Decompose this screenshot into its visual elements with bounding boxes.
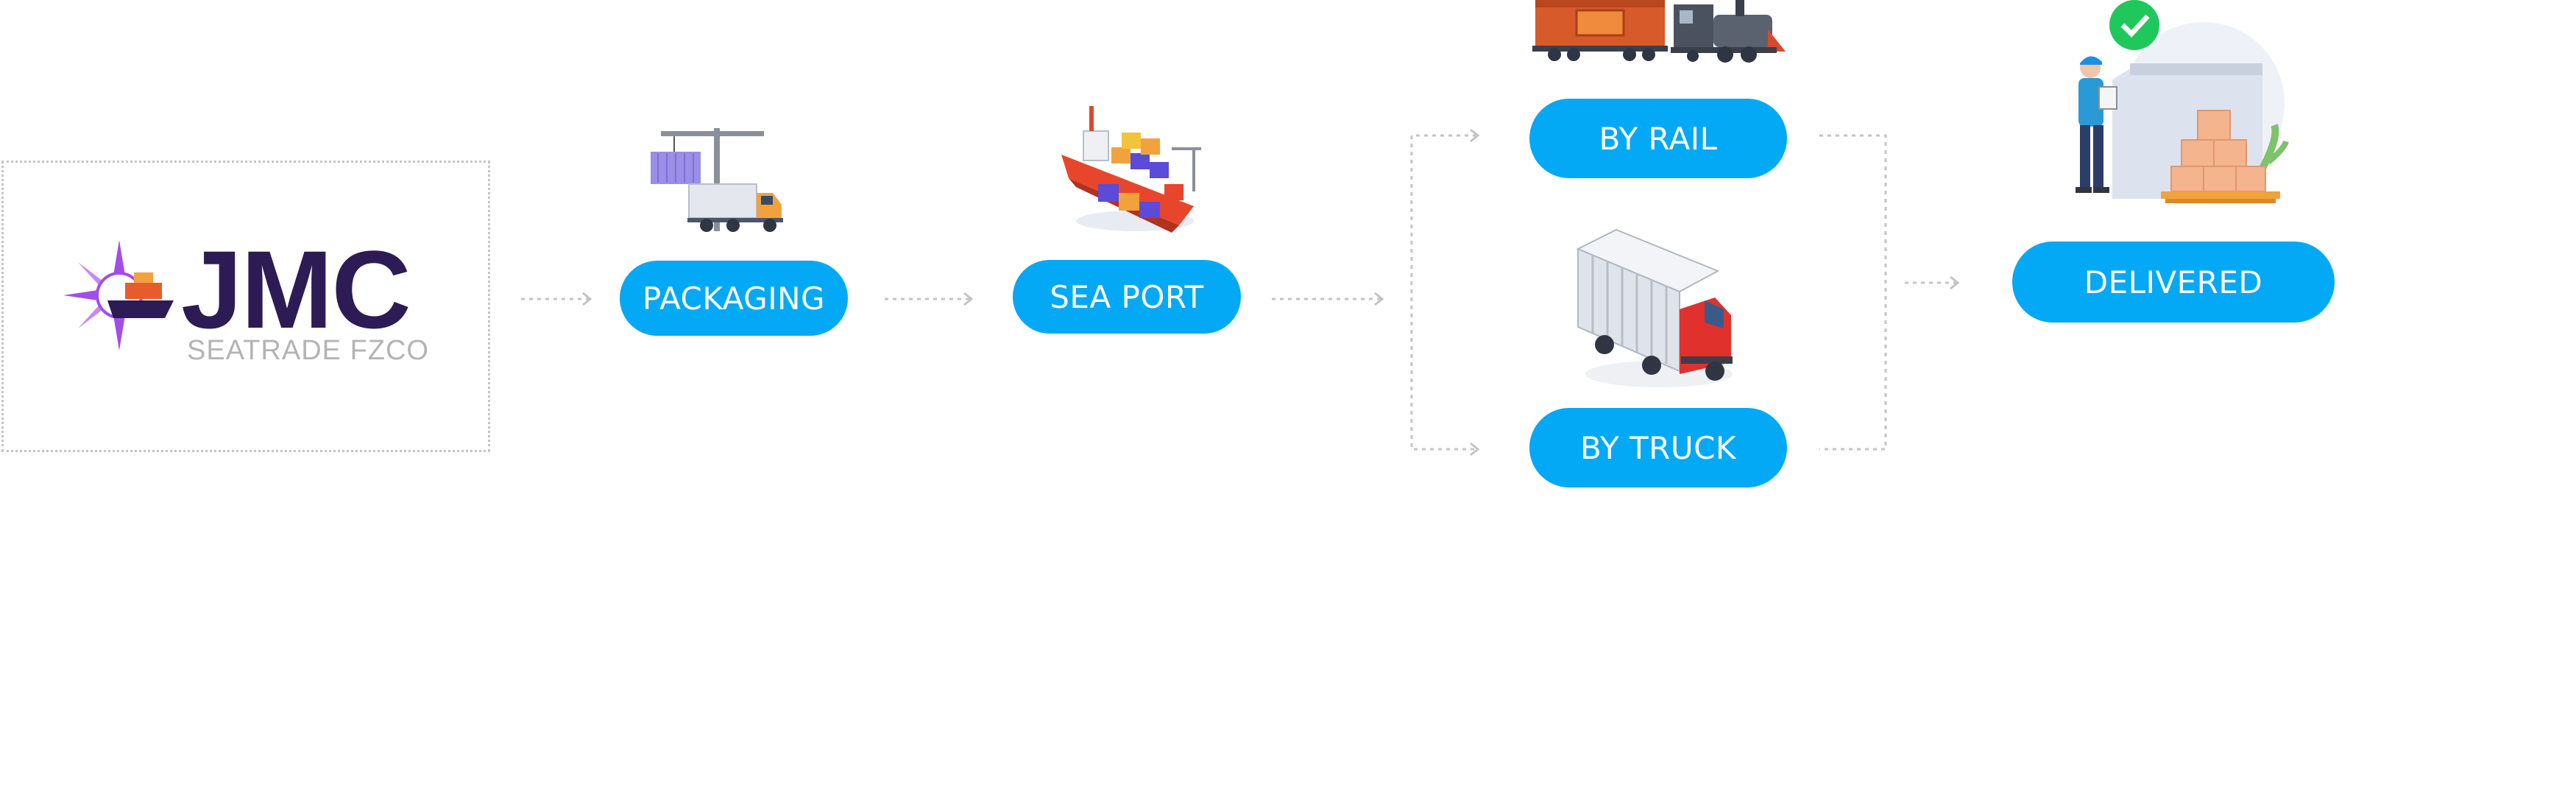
brand-name: JMC — [181, 228, 411, 351]
warehouse-worker-icon — [2076, 0, 2289, 203]
compass-ship-icon — [63, 240, 174, 351]
step-sea-port[interactable]: SEA PORT — [1013, 260, 1241, 334]
logo-card — [1, 161, 490, 452]
connector-split-bracket — [1410, 134, 1476, 451]
step-packaging[interactable]: PACKAGING — [620, 261, 848, 336]
step-by-truck[interactable]: BY TRUCK — [1529, 408, 1787, 487]
cargo-ship-icon — [1061, 106, 1201, 233]
connector-merge-bracket — [1819, 134, 1887, 451]
step-by-rail[interactable]: BY RAIL — [1529, 99, 1787, 178]
brand-tagline: SEATRADE FZCO — [187, 335, 429, 366]
step-delivered[interactable]: DELIVERED — [2012, 242, 2335, 323]
train-icon — [1532, 0, 1786, 63]
truck-icon — [1576, 228, 1733, 387]
crane-truck-icon — [651, 128, 783, 232]
